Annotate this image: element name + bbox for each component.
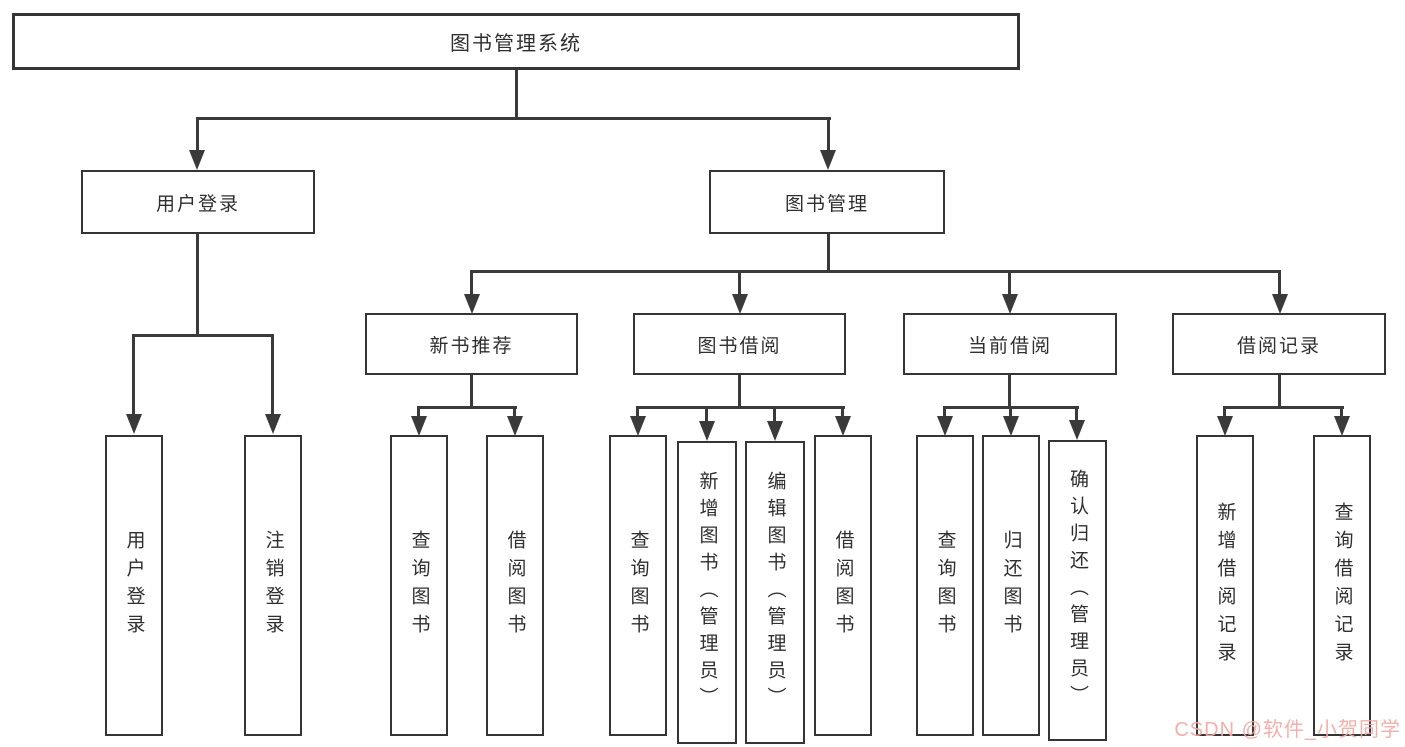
node-current-borrow: 当前借阅 (903, 313, 1117, 375)
node-user-login: 用户登录 (81, 170, 315, 234)
leaf-borrow-book-2: 借阅图书 (814, 435, 872, 736)
connector-line (738, 270, 741, 298)
arrowhead-down-icon (464, 294, 480, 314)
connector-line (417, 406, 517, 409)
leaf-edit-book-admin: 编辑图书（管理员） (745, 441, 805, 744)
connector-line (1223, 406, 1226, 418)
node-root: 图书管理系统 (12, 13, 1020, 70)
connector-line (196, 117, 199, 155)
arrowhead-down-icon (1003, 416, 1019, 436)
arrowhead-down-icon (835, 416, 851, 436)
connector-line (1278, 375, 1281, 408)
arrowhead-down-icon (699, 421, 715, 441)
leaf-add-book-admin: 新增图书（管理员） (677, 441, 737, 744)
node-new-book-recommend: 新书推荐 (365, 313, 578, 375)
arrowhead-down-icon (630, 416, 646, 436)
connector-line (1008, 270, 1011, 298)
leaf-logout: 注销登录 (244, 435, 302, 736)
csdn-watermark: CSDN @软件_小贺同学 (1174, 719, 1401, 741)
arrowhead-down-icon (1069, 420, 1085, 440)
connector-line (1340, 406, 1343, 418)
connector-line (513, 406, 516, 418)
leaf-query-book-2: 查询图书 (609, 435, 667, 736)
node-book-management: 图书管理 (709, 170, 945, 234)
leaf-return-book: 归还图书 (982, 435, 1040, 736)
arrowhead-down-icon (820, 150, 836, 170)
leaf-query-borrow-record: 查询借阅记录 (1313, 435, 1371, 736)
connector-line (470, 375, 473, 408)
connector-line (738, 375, 741, 408)
leaf-user-login: 用户登录 (105, 435, 163, 736)
arrowhead-down-icon (1272, 294, 1288, 314)
node-book-borrow: 图书借阅 (633, 313, 846, 375)
arrowhead-down-icon (937, 416, 953, 436)
connector-line (1278, 270, 1281, 298)
connector-line (196, 117, 831, 120)
arrowhead-down-icon (1217, 416, 1233, 436)
connector-line (1075, 406, 1078, 422)
connector-line (827, 117, 830, 155)
arrowhead-down-icon (507, 416, 523, 436)
leaf-query-book-1: 查询图书 (390, 435, 448, 736)
leaf-confirm-return-admin: 确认归还（管理员） (1048, 440, 1107, 741)
arrowhead-down-icon (1002, 294, 1018, 314)
arrowhead-down-icon (732, 294, 748, 314)
connector-line (636, 406, 845, 409)
connector-line (841, 406, 844, 418)
arrowhead-down-icon (265, 414, 281, 434)
connector-line (470, 270, 1281, 273)
connector-line (417, 406, 420, 418)
connector-line (1008, 375, 1011, 408)
leaf-borrow-book-1: 借阅图书 (486, 435, 544, 736)
connector-line (636, 406, 639, 418)
connector-line (470, 270, 473, 298)
connector-line (705, 406, 708, 423)
arrowhead-down-icon (126, 414, 142, 434)
leaf-add-borrow-record: 新增借阅记录 (1196, 435, 1254, 736)
arrowhead-down-icon (189, 150, 205, 170)
arrowhead-down-icon (767, 421, 783, 441)
connector-line (132, 334, 274, 337)
connector-line (515, 70, 518, 120)
node-borrow-records: 借阅记录 (1172, 313, 1386, 375)
connector-line (271, 334, 274, 416)
connector-line (132, 334, 135, 416)
connector-line (1009, 406, 1012, 418)
leaf-query-book-3: 查询图书 (916, 435, 974, 736)
connector-line (827, 234, 830, 273)
connector-line (943, 406, 946, 418)
connector-line (773, 406, 776, 423)
connector-line (1223, 406, 1344, 409)
arrowhead-down-icon (1334, 416, 1350, 436)
arrowhead-down-icon (411, 416, 427, 436)
connector-line (196, 234, 199, 337)
